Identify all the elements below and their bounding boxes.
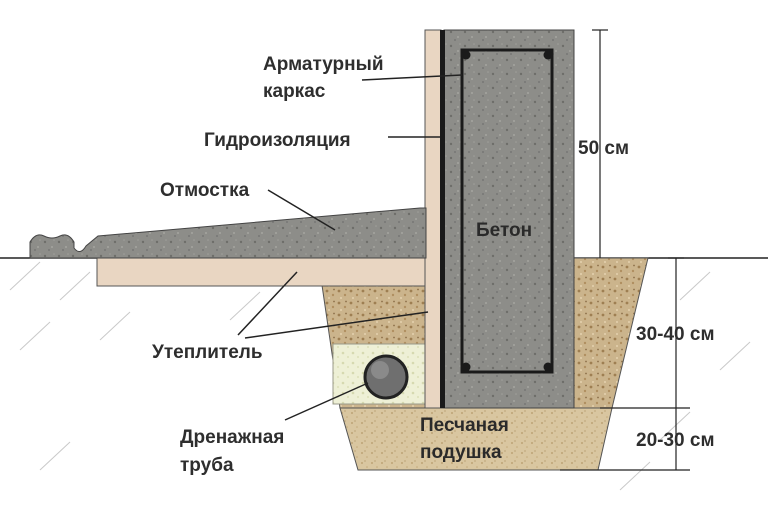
label-sand-cushion-line1: Песчаная bbox=[420, 415, 509, 436]
label-blind-area: Отмостка bbox=[160, 180, 250, 201]
dim-label-gravel: 30-40 см bbox=[636, 324, 715, 345]
drain-pipe-highlight bbox=[371, 361, 389, 379]
rebar-bars bbox=[461, 50, 553, 372]
leader-rebar bbox=[361, 74, 463, 81]
insulation-board bbox=[96, 257, 431, 287]
leader-insulation-1 bbox=[237, 271, 298, 336]
label-insulation: Утеплитель bbox=[152, 342, 263, 363]
dim-label-above-ground: 50 см bbox=[578, 138, 629, 159]
leader-drain-pipe bbox=[284, 382, 369, 421]
leader-insulation-2 bbox=[244, 311, 429, 339]
label-drain-pipe-line2: труба bbox=[180, 455, 234, 476]
waterproofing-membrane bbox=[440, 30, 445, 408]
ground-hatch bbox=[9, 261, 751, 491]
rebar-cage bbox=[460, 48, 554, 374]
label-concrete: Бетон bbox=[476, 220, 532, 241]
blind-area-shape bbox=[29, 207, 427, 259]
label-sand-cushion-line2: подушка bbox=[420, 442, 502, 463]
label-rebar-line1: Арматурный bbox=[263, 54, 384, 75]
dim-label-sand: 20-30 см bbox=[636, 430, 715, 451]
label-rebar-line2: каркас bbox=[263, 81, 326, 102]
label-drain-pipe-line1: Дренажная bbox=[180, 427, 284, 448]
insulation-vertical bbox=[424, 29, 442, 409]
leader-blind-area bbox=[267, 189, 336, 231]
drain-pipe-shape bbox=[363, 354, 409, 400]
label-waterproofing: Гидроизоляция bbox=[204, 130, 351, 151]
